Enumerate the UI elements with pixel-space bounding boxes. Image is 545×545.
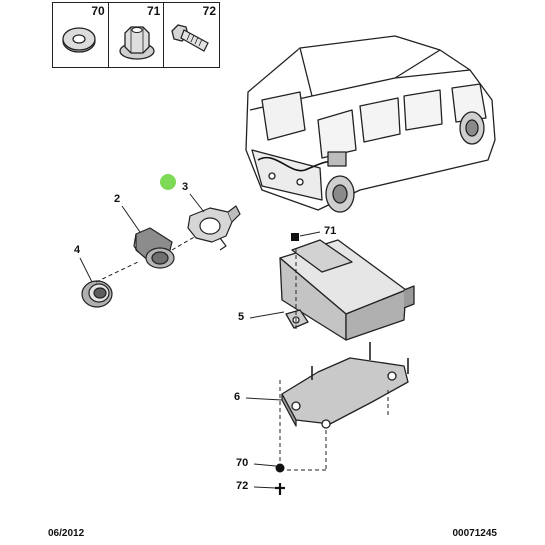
- mounting-plate-part: [281, 342, 409, 429]
- flange-nut-icon: [119, 26, 155, 60]
- legend-cell-washer: 70: [53, 3, 109, 67]
- assembly-guide-lines: [95, 235, 389, 471]
- callout-2: 2: [114, 193, 121, 205]
- legend-cell-nut: 71: [109, 3, 165, 67]
- callout-6: 6: [234, 391, 241, 403]
- footer-date: 06/2012: [48, 528, 85, 539]
- flat-washer-icon: [62, 27, 96, 53]
- leader-lines: [79, 193, 321, 489]
- nut-marker: [291, 233, 299, 241]
- parking-sensor-part: [133, 227, 175, 269]
- callout-3: 3: [182, 181, 189, 193]
- callout-71: 71: [324, 225, 337, 237]
- washer-marker: [275, 463, 285, 473]
- parts-legend: 70 71 72: [52, 2, 220, 68]
- footer-reference: 00071245: [452, 528, 498, 539]
- sensor-bracket-part: [187, 205, 241, 251]
- bolt-marker: [275, 483, 285, 495]
- legend-number: 70: [91, 4, 105, 18]
- callout-70: 70: [236, 457, 249, 469]
- sensor-ring-part: [81, 280, 113, 308]
- van-illustration: [245, 35, 496, 213]
- legend-number: 71: [146, 4, 161, 18]
- bolt-icon: [171, 24, 210, 52]
- legend-cell-bolt: 72: [164, 3, 219, 67]
- callout-4: 4: [74, 244, 81, 256]
- control-module-part: [279, 239, 415, 341]
- legend-number: 72: [202, 4, 217, 18]
- callout-72: 72: [236, 480, 249, 492]
- callout-5: 5: [238, 311, 245, 323]
- highlight-dot: [160, 174, 176, 190]
